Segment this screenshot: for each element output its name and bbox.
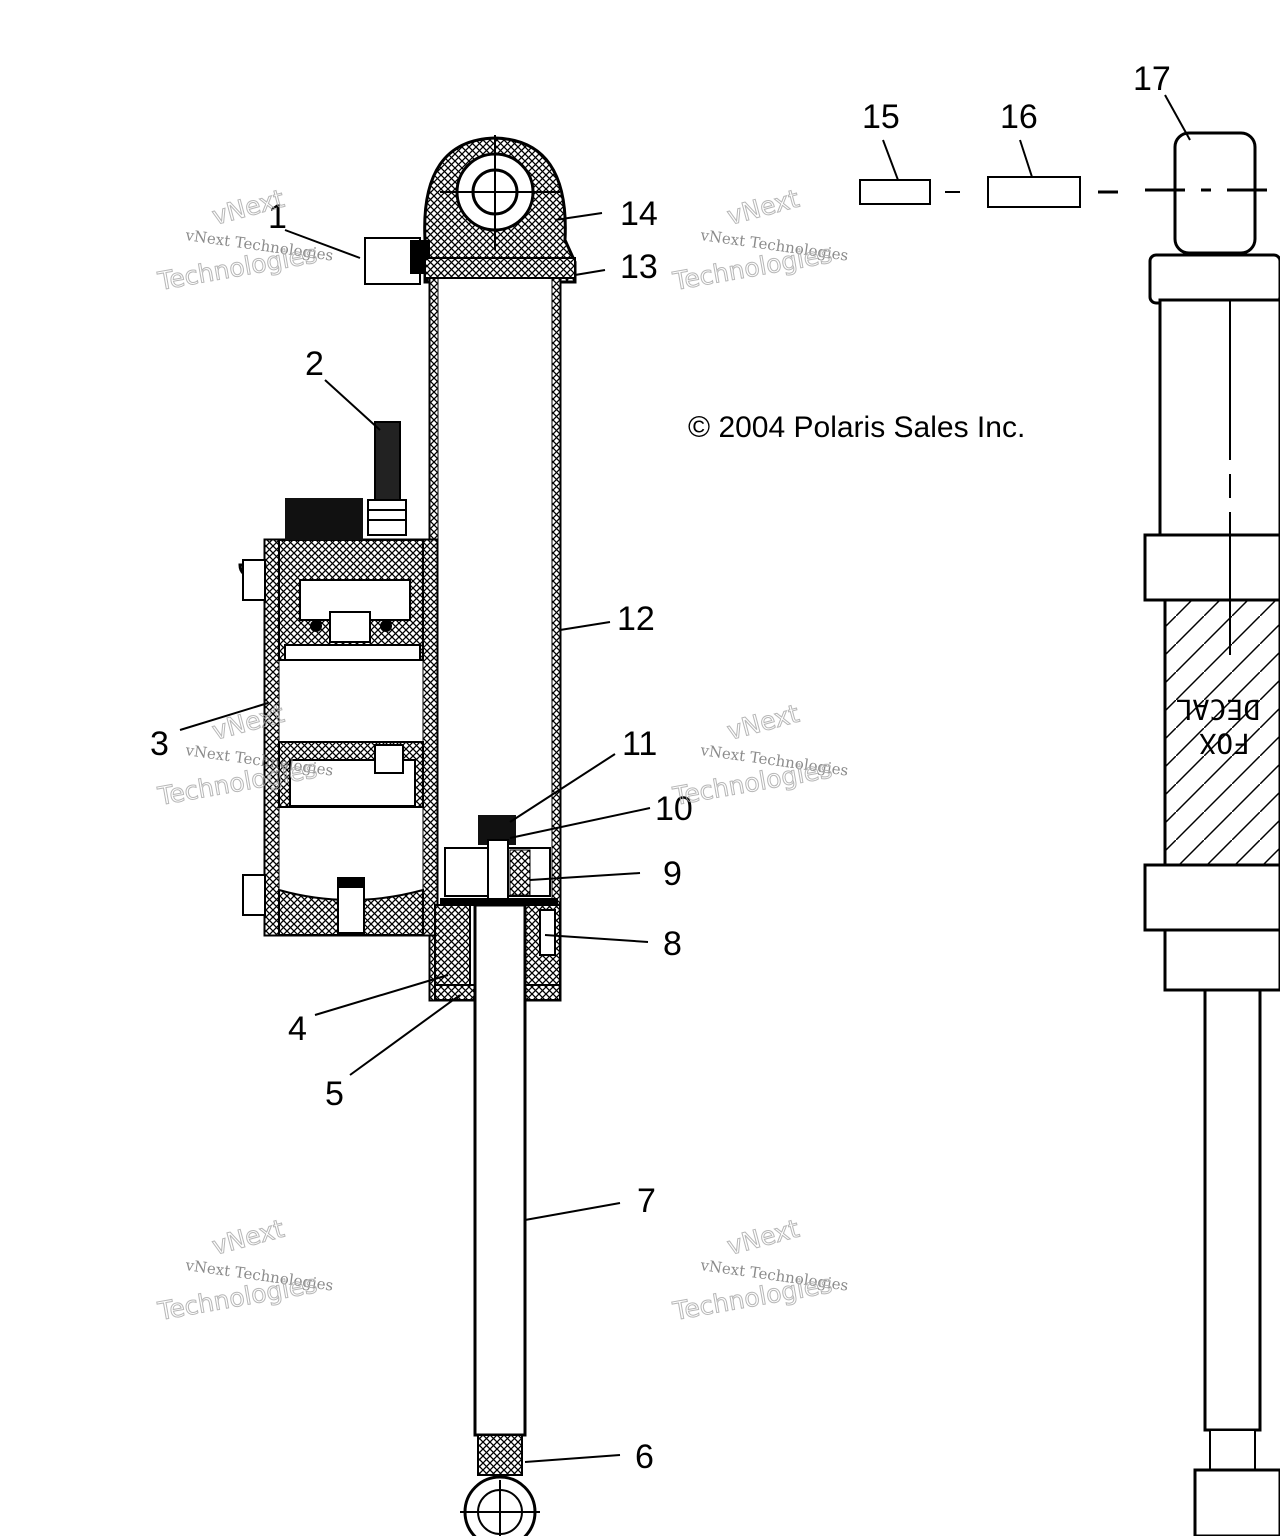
shock-cross-section bbox=[238, 135, 577, 1536]
callout-5: 5 bbox=[325, 1075, 344, 1113]
watermark-line3: vNext bbox=[724, 699, 802, 746]
callout-3: 3 bbox=[150, 725, 169, 763]
callout-17: 17 bbox=[1133, 60, 1171, 98]
callout-13: 13 bbox=[620, 248, 658, 286]
callout-14: 14 bbox=[620, 195, 658, 233]
leader-lines bbox=[179, 94, 1191, 1463]
watermark-line3: vNext bbox=[724, 1214, 802, 1261]
watermark-line3: vNext bbox=[209, 1214, 287, 1261]
shaft bbox=[473, 903, 527, 1437]
callout-16: 16 bbox=[1000, 98, 1038, 136]
part-15 bbox=[859, 179, 931, 205]
callout-7: 7 bbox=[637, 1182, 656, 1220]
decal-text: DECAL bbox=[1176, 693, 1260, 726]
callout-8: 8 bbox=[663, 925, 682, 963]
callout-9: 9 bbox=[663, 855, 682, 893]
watermark-line3: vNext bbox=[724, 184, 802, 231]
callout-labels: 1 2 3 4 5 6 7 8 9 10 11 12 13 14 15 16 1… bbox=[150, 60, 1171, 1476]
callout-1: 1 bbox=[268, 198, 287, 236]
decal-text-2: FOX bbox=[1199, 727, 1250, 760]
callout-10: 10 bbox=[655, 790, 693, 828]
part-16 bbox=[987, 176, 1081, 208]
callout-11: 11 bbox=[622, 725, 657, 763]
callout-12: 12 bbox=[617, 600, 655, 638]
callout-6: 6 bbox=[635, 1438, 654, 1476]
callout-2: 2 bbox=[305, 345, 324, 383]
shock-external-view: DECAL FOX bbox=[1143, 131, 1280, 1536]
callout-15: 15 bbox=[862, 98, 900, 136]
callout-4: 4 bbox=[288, 1010, 307, 1048]
copyright-notice: © 2004 Polaris Sales Inc. bbox=[688, 411, 1025, 444]
